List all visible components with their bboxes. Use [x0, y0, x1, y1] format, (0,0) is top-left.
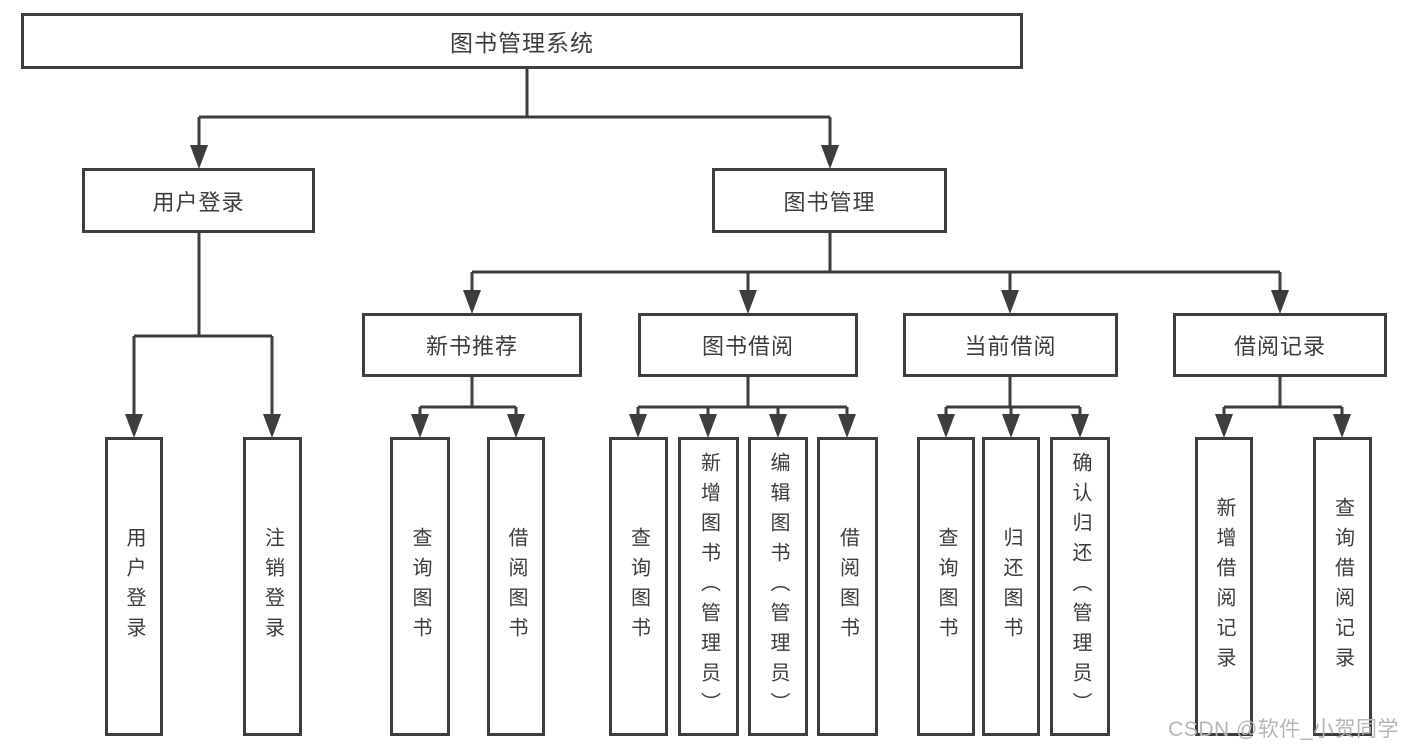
leaf-add-borrow-record: 新增借阅记录	[1195, 437, 1253, 736]
node-user-login-label: 用户登录	[152, 189, 245, 215]
leaf-edit-books-admin-label: 编辑图书（管理员）	[767, 451, 789, 722]
node-new-book-recommend: 新书推荐	[362, 313, 582, 377]
leaf-borrow-books-label: 借阅图书	[836, 526, 859, 647]
watermark: CSDN @软件_小贺同学	[1168, 718, 1399, 741]
leaf-logout-label: 注销登录	[261, 526, 284, 647]
leaf-borrow-books: 借阅图书	[817, 437, 878, 736]
node-current-borrow: 当前借阅	[903, 313, 1118, 377]
leaf-add-books-admin: 新增图书（管理员）	[678, 437, 739, 736]
leaf-query-books-borrow-label: 查询图书	[627, 526, 650, 647]
node-book-management: 图书管理	[712, 168, 947, 233]
leaf-query-borrow-record-label: 查询借阅记录	[1331, 496, 1354, 677]
node-book-management-label: 图书管理	[783, 189, 876, 215]
leaf-borrow-books-recommend-label: 借阅图书	[505, 526, 527, 647]
leaf-user-login: 用户登录	[105, 437, 163, 736]
leaf-query-books-current: 查询图书	[917, 437, 975, 736]
leaf-add-borrow-record-label: 新增借阅记录	[1213, 496, 1235, 677]
leaf-return-books-label: 归还图书	[1000, 526, 1022, 647]
node-borrow-records-label: 借阅记录	[1233, 334, 1326, 359]
leaf-borrow-books-recommend: 借阅图书	[487, 437, 545, 736]
node-root-label: 图书管理系统	[450, 30, 594, 56]
node-book-borrow-label: 图书借阅	[701, 334, 794, 359]
node-user-login: 用户登录	[82, 168, 315, 233]
leaf-confirm-return-admin: 确认归还（管理员）	[1050, 437, 1110, 736]
leaf-edit-books-admin: 编辑图书（管理员）	[748, 437, 808, 736]
leaf-add-books-admin-label: 新增图书（管理员）	[697, 451, 720, 722]
leaf-query-books-recommend: 查询图书	[390, 437, 450, 736]
leaf-query-books-recommend-label: 查询图书	[409, 526, 431, 647]
node-borrow-records: 借阅记录	[1173, 313, 1387, 377]
leaf-query-books-current-label: 查询图书	[935, 526, 957, 647]
node-book-borrow: 图书借阅	[638, 313, 858, 377]
leaf-user-login-label: 用户登录	[123, 526, 145, 647]
node-new-book-recommend-label: 新书推荐	[425, 334, 518, 359]
leaf-query-books-borrow: 查询图书	[609, 437, 668, 736]
leaf-confirm-return-admin-label: 确认归还（管理员）	[1069, 451, 1091, 722]
leaf-return-books: 归还图书	[982, 437, 1040, 736]
node-current-borrow-label: 当前借阅	[964, 334, 1057, 359]
leaf-logout: 注销登录	[243, 437, 302, 736]
connector-path	[132, 69, 1344, 418]
leaf-query-borrow-record: 查询借阅记录	[1313, 437, 1372, 736]
node-root: 图书管理系统	[21, 13, 1023, 69]
